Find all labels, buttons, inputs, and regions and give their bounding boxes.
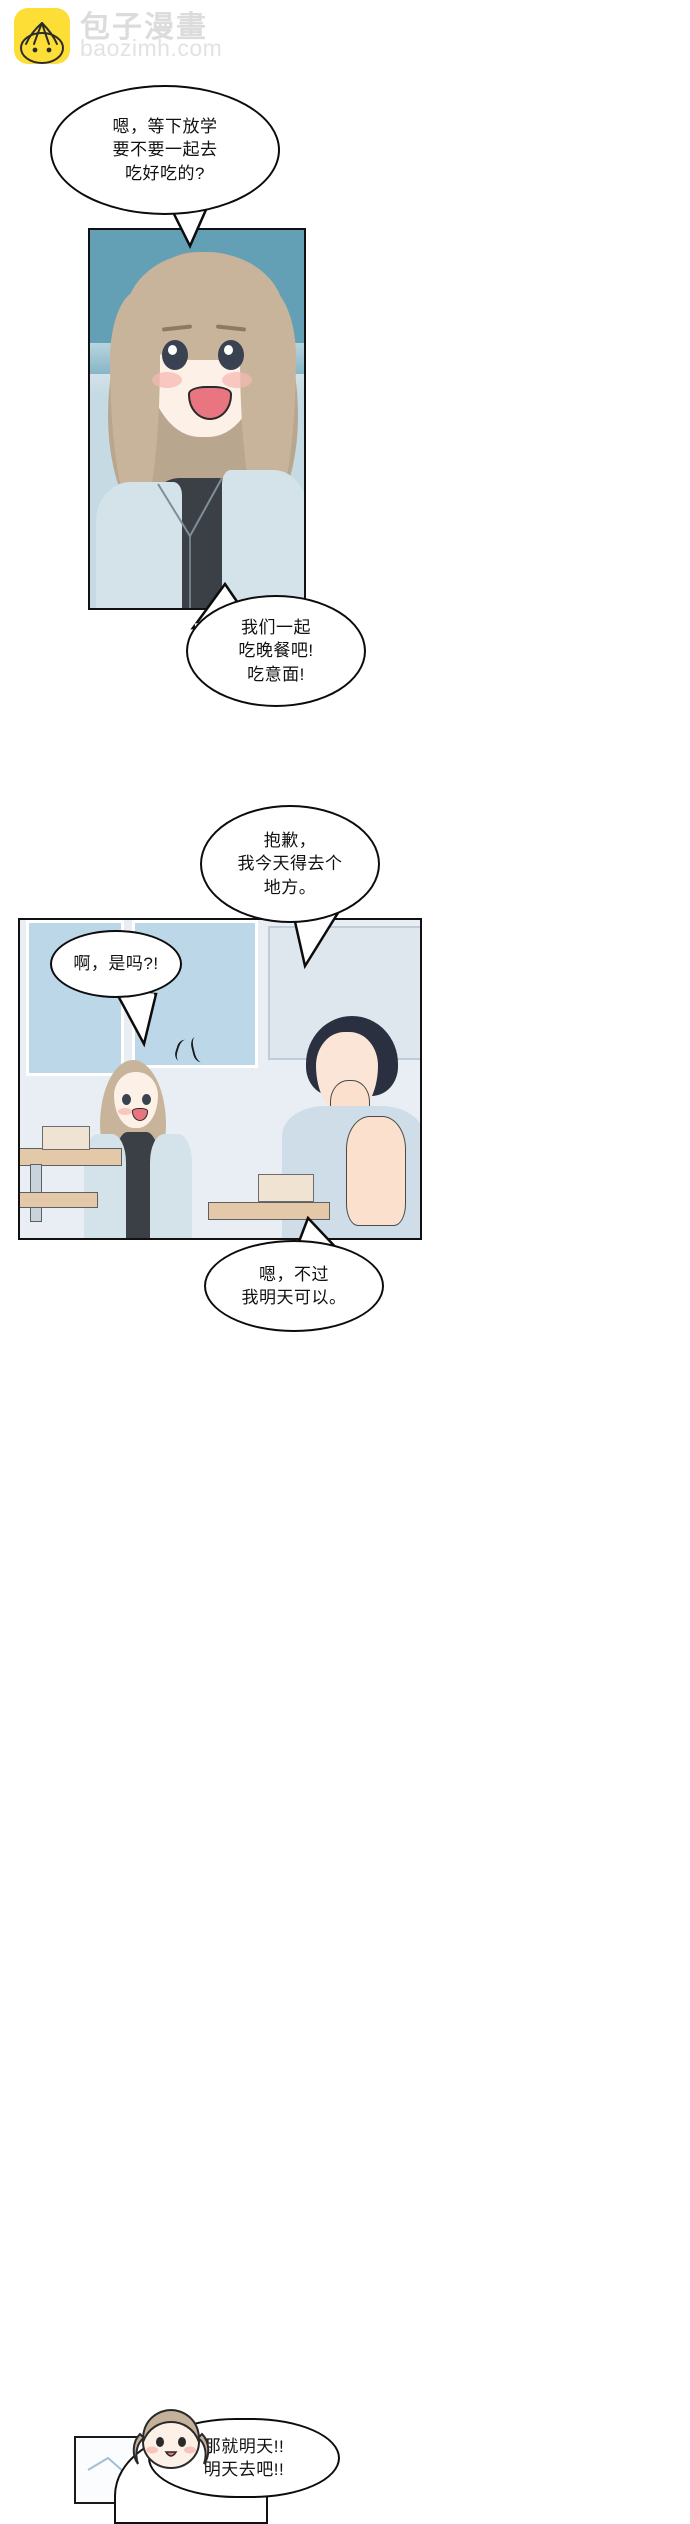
bun-logo-icon bbox=[14, 8, 70, 64]
girl-blush-left bbox=[152, 372, 182, 388]
speech-bubble-boy-tomorrow: 嗯，不过 我明天可以。 bbox=[204, 1240, 384, 1332]
girl-eye-right bbox=[218, 340, 244, 370]
bubble-2-text: 我们一起 吃晚餐吧! 吃意面! bbox=[238, 617, 314, 684]
book-stack-mid bbox=[258, 1174, 314, 1202]
girl2-eye-left bbox=[122, 1094, 131, 1105]
desk-mid bbox=[20, 1192, 98, 1208]
site-watermark: 包子漫畫 baozimh.com bbox=[14, 8, 222, 64]
boy-arm bbox=[346, 1116, 406, 1226]
girl-eye-highlight-right bbox=[224, 345, 233, 355]
desk-right bbox=[208, 1202, 330, 1220]
girl2-mouth bbox=[132, 1108, 148, 1121]
speech-bubble-girl-invite: 嗯，等下放学 要不要一起去 吃好吃的? bbox=[50, 85, 280, 215]
speech-bubble-girl-really: 啊，是吗?! bbox=[50, 930, 182, 998]
girl-eye-highlight-left bbox=[168, 345, 177, 355]
girl2-eye-right bbox=[142, 1094, 151, 1105]
bubble-6-text: 那就明天!! 明天去吧!! bbox=[203, 2436, 285, 2479]
book-stack-left bbox=[42, 1126, 90, 1150]
bubble-5-text: 嗯，不过 我明天可以。 bbox=[241, 1264, 347, 1307]
chibi-girl-head bbox=[124, 2408, 218, 2489]
bubble-3-text: 抱歉， 我今天得去个 地方。 bbox=[237, 830, 343, 897]
speech-bubble-boy-sorry: 抱歉， 我今天得去个 地方。 bbox=[200, 805, 380, 923]
girl-collar-lines bbox=[157, 477, 223, 608]
girl2-shirt-r bbox=[150, 1134, 192, 1238]
speech-bubble-girl-dinner: 我们一起 吃晚餐吧! 吃意面! bbox=[186, 595, 366, 707]
panel-girl-closeup bbox=[88, 228, 306, 610]
girl-shirt-right bbox=[222, 470, 304, 608]
watermark-url: baozimh.com bbox=[80, 34, 223, 61]
girl-shirt-left bbox=[96, 482, 182, 608]
bubble-4-text: 啊，是吗?! bbox=[73, 954, 159, 974]
girl2-blush bbox=[118, 1108, 132, 1115]
bubble-1-text: 嗯，等下放学 要不要一起去 吃好吃的? bbox=[112, 116, 218, 183]
girl-blush-right bbox=[222, 372, 252, 388]
girl-eye-left bbox=[162, 340, 188, 370]
watermark-brand: 包子漫畫 bbox=[80, 10, 208, 44]
panel-classroom bbox=[18, 918, 422, 1240]
